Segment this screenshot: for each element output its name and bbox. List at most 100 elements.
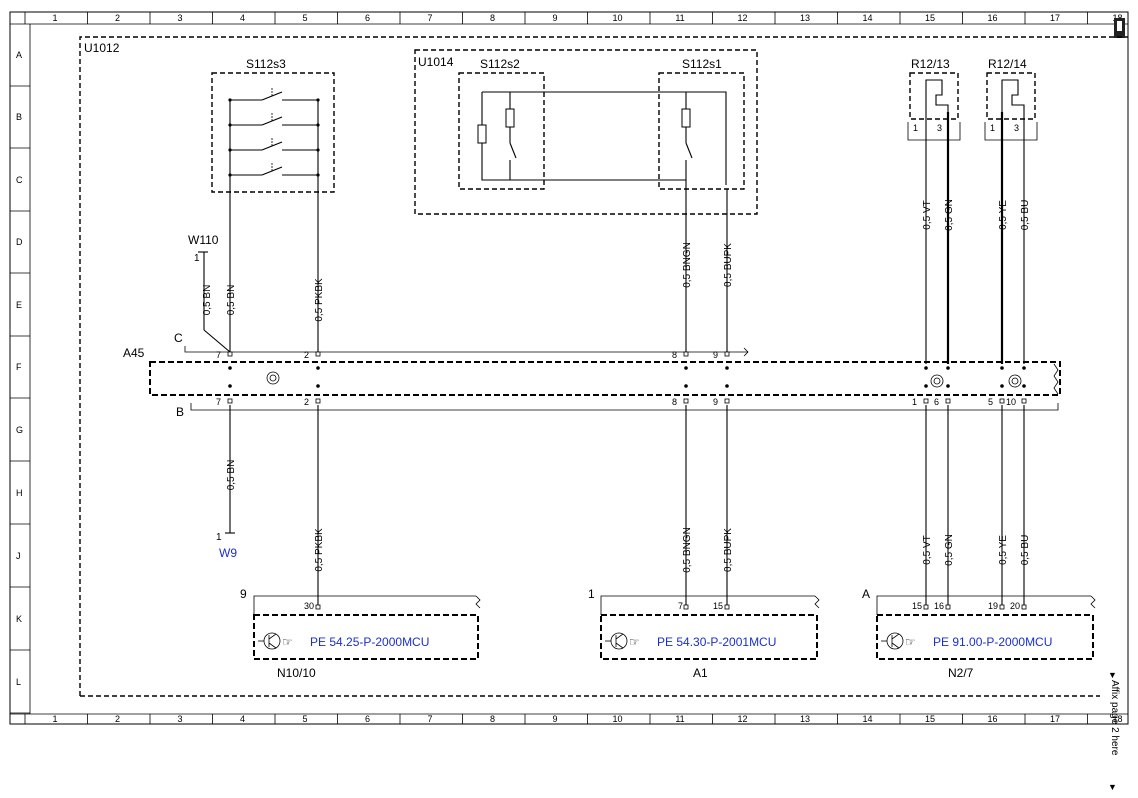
row-label: G bbox=[16, 425, 23, 435]
svg-text:1: 1 bbox=[913, 123, 918, 133]
wire-label-vt: 0,5 VT bbox=[922, 535, 933, 564]
column-label-top: 11 bbox=[675, 13, 684, 23]
wire-label-pkbk: 0,5 PKBK bbox=[314, 528, 325, 572]
svg-text:9: 9 bbox=[713, 350, 718, 360]
wire-label-bu: 0,5 BU bbox=[1020, 535, 1031, 566]
pointing-hand-icon: ☞ bbox=[905, 635, 916, 649]
row-label: J bbox=[16, 551, 21, 561]
svg-text:2: 2 bbox=[304, 397, 309, 407]
r12-14-label: R12/14 bbox=[988, 57, 1027, 71]
r12-14-outline bbox=[986, 72, 1036, 120]
svg-text:3: 3 bbox=[1014, 123, 1019, 133]
column-label-top: 4 bbox=[240, 13, 245, 23]
wire-label-gn: 0,5 GN bbox=[944, 534, 955, 566]
svg-text:1: 1 bbox=[216, 532, 222, 543]
svg-text:15: 15 bbox=[713, 601, 723, 611]
s112s3-label: S112s3 bbox=[246, 57, 286, 71]
connector-label: A bbox=[862, 587, 870, 601]
wire-label-bngn: 0,5 BNGN bbox=[682, 242, 693, 288]
transistor-icon bbox=[605, 632, 628, 650]
reference-link-n2-7[interactable]: PE 91.00-P-2000MCU bbox=[933, 635, 1052, 649]
wire-label-ye: 0,5 YE bbox=[998, 535, 1009, 565]
column-label-bottom: 14 bbox=[862, 714, 872, 724]
column-label-top: 14 bbox=[862, 13, 872, 23]
control-unit-label: N2/7 bbox=[948, 666, 974, 680]
column-label-bottom: 2 bbox=[115, 714, 120, 724]
column-label-bottom: 13 bbox=[800, 714, 810, 724]
u1012-label: U1012 bbox=[84, 41, 120, 55]
wire-label-bu: 0,5 BU bbox=[1020, 200, 1031, 231]
column-label-bottom: 9 bbox=[552, 714, 557, 724]
s112s1-label: S112s1 bbox=[682, 57, 722, 71]
column-label-bottom: 11 bbox=[675, 714, 684, 724]
column-label-bottom: 17 bbox=[1050, 714, 1060, 724]
row-label: C bbox=[16, 175, 23, 185]
s112s3-outline bbox=[211, 72, 335, 193]
row-label: B bbox=[16, 112, 22, 122]
page-note-arrow-bottom: ▼ bbox=[1108, 782, 1117, 792]
w110-ground: W110 1 bbox=[188, 233, 231, 353]
s112s2-outline bbox=[458, 72, 545, 190]
wire-label-gn: 0,5 GN bbox=[944, 199, 955, 231]
column-label-top: 5 bbox=[302, 13, 307, 23]
column-label-top: 16 bbox=[987, 13, 997, 23]
wire-label-bupk: 0,5 BUPK bbox=[723, 243, 734, 287]
row-ticks bbox=[10, 85, 30, 714]
wire-label-ye: 0,5 YE bbox=[998, 200, 1009, 230]
column-label-bottom: 18 bbox=[1112, 714, 1122, 724]
svg-text:7: 7 bbox=[678, 601, 683, 611]
column-label-top: 8 bbox=[490, 13, 495, 23]
column-label-bottom: 1 bbox=[52, 714, 57, 724]
r12-13-label: R12/13 bbox=[911, 57, 950, 71]
reference-link-n10-10[interactable]: PE 54.25-P-2000MCU bbox=[310, 635, 429, 649]
control-unit-outline bbox=[253, 614, 479, 660]
u1014-group-box bbox=[414, 49, 758, 215]
pointing-hand-icon: ☞ bbox=[282, 635, 293, 649]
wire-label-bn: 0,5 BN bbox=[226, 460, 237, 491]
connector-label: 9 bbox=[240, 587, 247, 601]
row-label: A bbox=[16, 50, 22, 60]
s112s1-outline bbox=[658, 72, 745, 190]
a45-coil-icon-3 bbox=[1008, 374, 1022, 388]
reference-link-a1[interactable]: PE 54.30-P-2001MCU bbox=[657, 635, 776, 649]
drawing-frame bbox=[9, 11, 1129, 725]
svg-text:7: 7 bbox=[216, 397, 221, 407]
svg-text:1: 1 bbox=[912, 397, 917, 407]
pointing-hand-icon: ☞ bbox=[629, 635, 640, 649]
column-label-top: 13 bbox=[800, 13, 810, 23]
wire-label-bupk: 0,5 BUPK bbox=[723, 528, 734, 572]
control-unit-label: N10/10 bbox=[277, 666, 316, 680]
svg-text:30: 30 bbox=[304, 601, 314, 611]
s112s3-switch-block: S112s3 bbox=[211, 57, 335, 195]
column-label-top: 3 bbox=[177, 13, 182, 23]
svg-text:7: 7 bbox=[216, 350, 221, 360]
column-label-top: 7 bbox=[427, 13, 432, 23]
control-unit-outline bbox=[600, 614, 818, 660]
svg-text:8: 8 bbox=[672, 350, 677, 360]
svg-text:9: 9 bbox=[713, 397, 718, 407]
r12-13-outline bbox=[909, 72, 959, 120]
svg-text:19: 19 bbox=[988, 601, 998, 611]
s112s2-switch: S112s2 bbox=[458, 57, 727, 190]
wire-harness bbox=[229, 112, 1025, 605]
column-label-top: 9 bbox=[552, 13, 557, 23]
column-label-bottom: 8 bbox=[490, 714, 495, 724]
r12-14-sensor: R12/14 1 3 bbox=[984, 57, 1038, 141]
svg-text:20: 20 bbox=[1010, 601, 1020, 611]
w110-label: W110 bbox=[188, 233, 219, 247]
svg-text:5: 5 bbox=[988, 397, 993, 407]
transistor-icon bbox=[258, 632, 281, 650]
column-label-top: 6 bbox=[365, 13, 370, 23]
column-ticks bbox=[24, 12, 1088, 724]
w9-label: W9 bbox=[219, 546, 237, 560]
column-label-top: 1 bbox=[52, 13, 57, 23]
svg-text:16: 16 bbox=[934, 601, 944, 611]
svg-text:8: 8 bbox=[672, 397, 677, 407]
row-label: L bbox=[16, 677, 21, 687]
a45-label: A45 bbox=[123, 346, 145, 360]
column-label-bottom: 3 bbox=[177, 714, 182, 724]
control-unit-label: A1 bbox=[693, 666, 708, 680]
